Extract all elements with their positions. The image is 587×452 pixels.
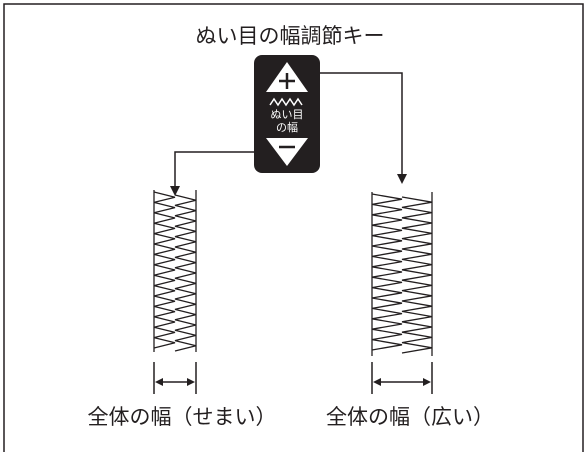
- plus-leader-line: [310, 72, 403, 175]
- zigzag-stitch-icon: [269, 97, 303, 107]
- wide-stitch-column-right: [401, 196, 433, 354]
- diagram-title: ぬい目の幅調節キー: [195, 24, 385, 48]
- width-minus-button[interactable]: [264, 136, 310, 168]
- minus-leader-arrowhead: [170, 186, 180, 196]
- wide-stitch-column-left: [371, 193, 403, 351]
- minus-leader-line: [174, 151, 264, 188]
- narrow-stitch-column-right: [174, 194, 197, 352]
- narrow-width-dimension: [153, 362, 197, 394]
- wide-width-dimension: [371, 362, 433, 394]
- wide-width-caption: 全体の幅（広い）: [326, 405, 494, 429]
- narrow-stitch-column-left: [153, 191, 176, 349]
- minus-triangle-icon: [266, 138, 308, 166]
- plus-leader-arrowhead: [397, 174, 407, 184]
- key-label: ぬい目 の幅: [270, 108, 304, 134]
- narrow-width-caption: 全体の幅（せまい）: [87, 405, 277, 429]
- frame-border: [3, 3, 584, 452]
- width-plus-button[interactable]: [264, 60, 310, 94]
